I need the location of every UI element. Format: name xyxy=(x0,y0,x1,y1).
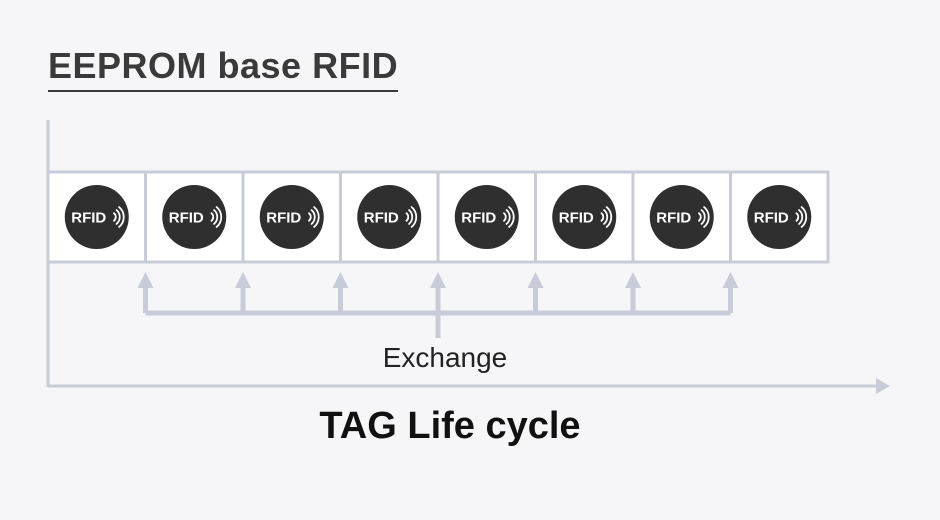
rfid-tag-icon: RFID xyxy=(64,185,129,249)
exchange-arrow-head xyxy=(527,272,544,288)
rfid-tag-icon: RFID xyxy=(162,185,227,249)
exchange-arrow-head xyxy=(722,272,739,288)
rfid-tag-icon: RFID xyxy=(552,185,617,249)
rfid-tag-icon: RFID xyxy=(357,185,422,249)
rfid-tag-label: RFID xyxy=(559,210,594,227)
tag-strip: RFID RFID RFID RFID RFID RFID RFID RFID xyxy=(46,170,830,264)
rfid-tag-icon: RFID xyxy=(747,185,812,249)
rfid-tag-icon: RFID xyxy=(454,185,519,249)
rfid-tag-label: RFID xyxy=(169,210,204,227)
tag-life-cycle-label: TAG Life cycle xyxy=(319,405,581,447)
axis-arrow-head xyxy=(876,378,890,394)
exchange-bracket xyxy=(137,272,739,338)
rfid-tag-label: RFID xyxy=(364,210,399,227)
rfid-tag-icon: RFID xyxy=(259,185,324,249)
rfid-tag-label: RFID xyxy=(461,210,496,227)
rfid-tag-label: RFID xyxy=(754,210,789,227)
rfid-tag-icon: RFID xyxy=(649,185,714,249)
rfid-tag-label: RFID xyxy=(656,210,691,227)
rfid-tag-label: RFID xyxy=(266,210,301,227)
rfid-tag-label: RFID xyxy=(71,210,106,227)
exchange-arrow-head xyxy=(625,272,641,288)
exchange-arrow-head xyxy=(430,272,446,288)
diagram-title: EEPROM base RFID xyxy=(48,44,399,92)
exchange-arrow-head xyxy=(332,272,349,288)
exchange-label: Exchange xyxy=(382,342,508,373)
exchange-arrow-head xyxy=(137,272,154,288)
exchange-arrow-head xyxy=(235,272,251,288)
